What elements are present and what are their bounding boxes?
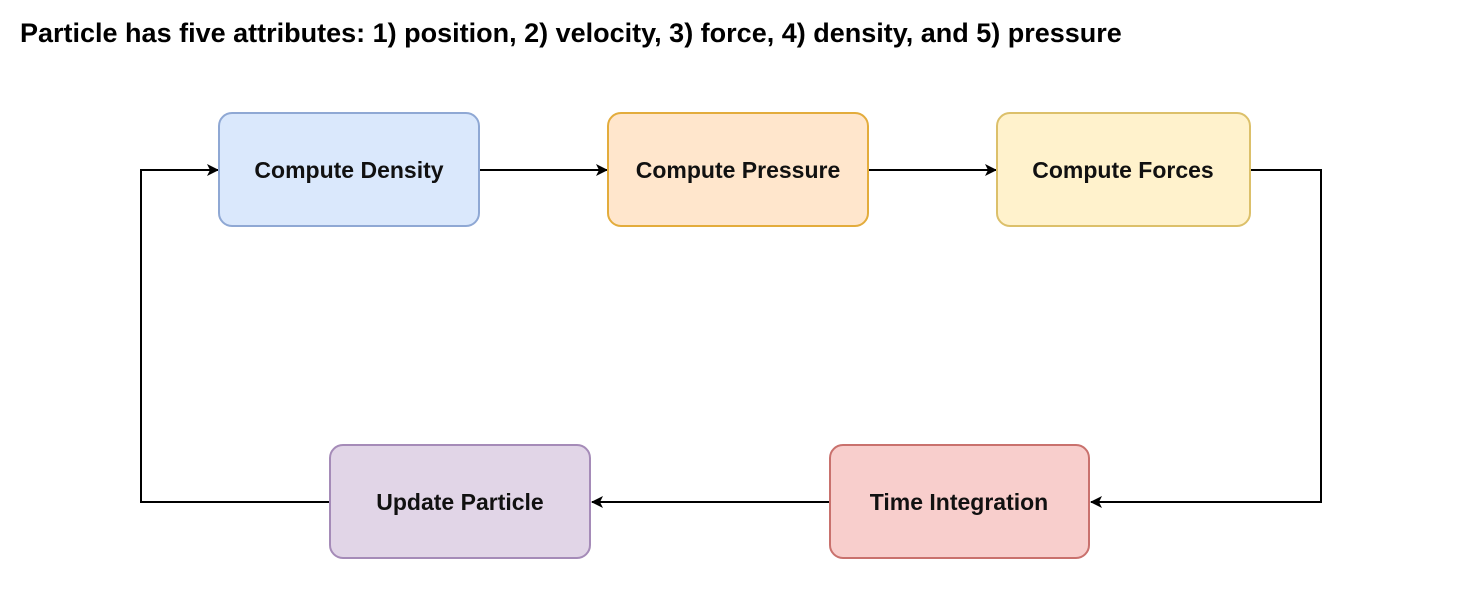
edge-forces-to-time-integration bbox=[1090, 169, 1322, 508]
node-compute-forces[interactable]: Compute Forces bbox=[996, 112, 1251, 227]
node-compute-density-box bbox=[218, 112, 480, 227]
node-update-particle[interactable]: Update Particle bbox=[329, 444, 591, 559]
node-update-particle-box bbox=[329, 444, 591, 559]
node-compute-pressure-box bbox=[607, 112, 869, 227]
node-compute-pressure-label: Compute Pressure bbox=[636, 157, 841, 183]
node-time-integration[interactable]: Time Integration bbox=[829, 444, 1090, 559]
node-compute-forces-label: Compute Forces bbox=[1032, 157, 1213, 183]
node-compute-forces-box bbox=[996, 112, 1251, 227]
node-update-particle-label: Update Particle bbox=[376, 489, 543, 515]
node-compute-density-label: Compute Density bbox=[254, 157, 443, 183]
edge-update-particle-to-density bbox=[140, 164, 330, 503]
node-time-integration-label: Time Integration bbox=[870, 489, 1049, 515]
node-compute-pressure[interactable]: Compute Pressure bbox=[607, 112, 869, 227]
node-time-integration-box bbox=[829, 444, 1090, 559]
diagram-title: Particle has five attributes: 1) positio… bbox=[20, 18, 1122, 48]
node-compute-density[interactable]: Compute Density bbox=[218, 112, 480, 227]
connectors bbox=[140, 164, 1322, 508]
